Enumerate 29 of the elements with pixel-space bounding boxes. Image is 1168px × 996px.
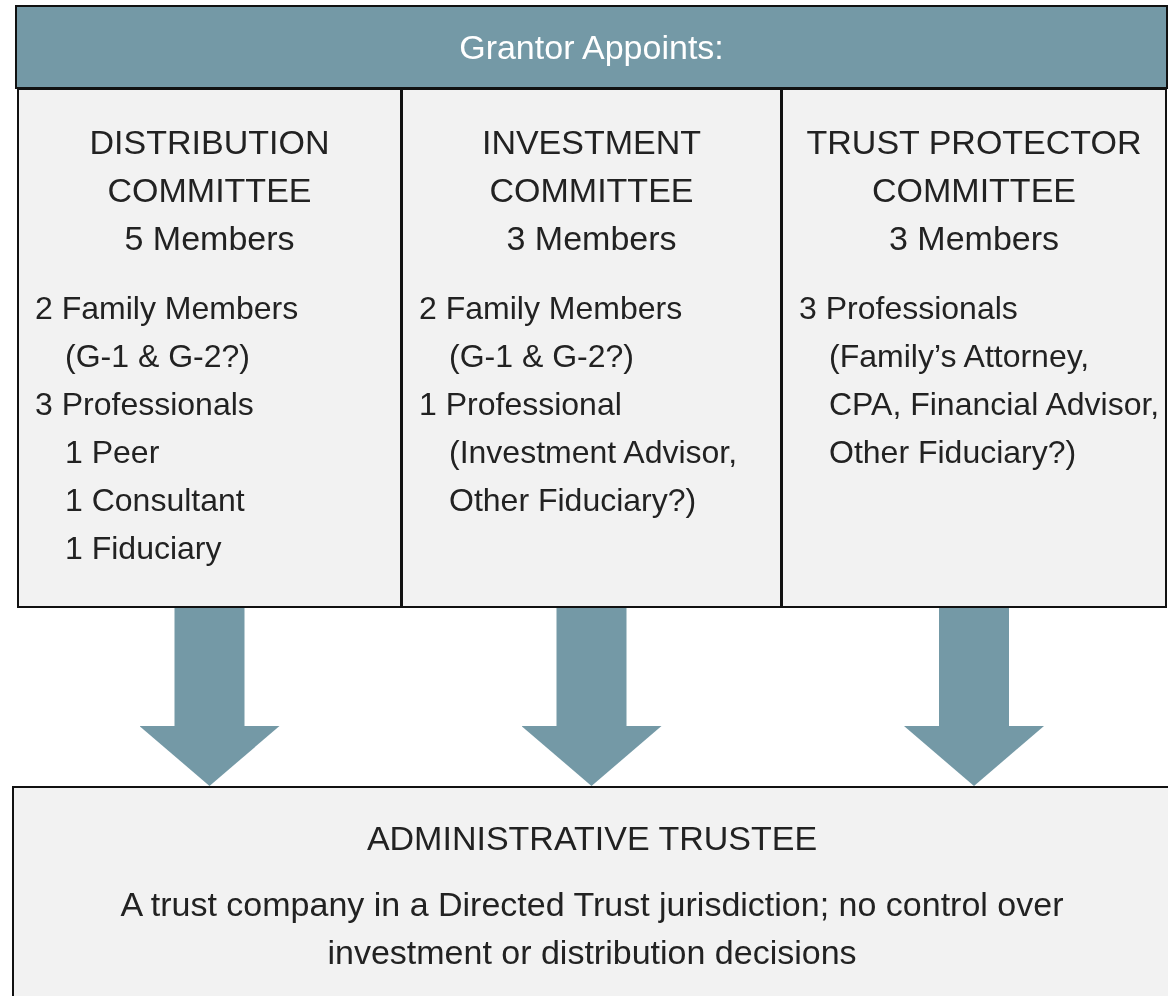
trustee-box <box>12 786 1168 996</box>
heading-text: DISTRIBUTION COMMITTEE <box>88 122 331 211</box>
member-text: 1 Professional <box>418 385 623 424</box>
member-count: 3 Members <box>505 218 678 259</box>
block-arrow <box>521 608 662 786</box>
block-arrow <box>904 608 1044 786</box>
detail-text: (Family’s Attorney, CPA, Financial Advisor, Other Fiduciary?) <box>828 337 1161 472</box>
detail-text: 1 Fiduciary <box>64 529 223 568</box>
description-text: A trust company in a Directed Trust jurisdiction; no control over investment or distribution decisions <box>119 884 1065 973</box>
detail-text: 1 Peer <box>64 433 161 472</box>
member-text: 3 Professionals <box>798 289 1019 328</box>
heading-text: INVESTMENT COMMITTEE <box>480 122 703 211</box>
header-text: Grantor Appoints: <box>458 27 725 68</box>
committee-box <box>17 88 402 608</box>
heading-text: TRUST PROTECTOR COMMITTEE <box>805 122 1143 211</box>
detail-text: (G-1 & G-2?) <box>64 337 251 376</box>
committee-box <box>781 88 1167 608</box>
heading-text: ADMINISTRATIVE TRUSTEE <box>365 818 819 859</box>
header-band <box>15 5 1168 89</box>
detail-text: (G-1 & G-2?) <box>448 337 635 376</box>
block-arrow <box>139 608 280 786</box>
detail-text: (Investment Advisor, Other Fiduciary?) <box>448 433 739 520</box>
member-count: 3 Members <box>887 218 1061 259</box>
member-count: 5 Members <box>123 218 296 259</box>
committee-box <box>401 88 782 608</box>
member-text: 2 Family Members <box>418 289 684 328</box>
member-text: 2 Family Members <box>34 289 300 328</box>
detail-text: 1 Consultant <box>64 481 246 520</box>
member-text: 3 Professionals <box>34 385 255 424</box>
